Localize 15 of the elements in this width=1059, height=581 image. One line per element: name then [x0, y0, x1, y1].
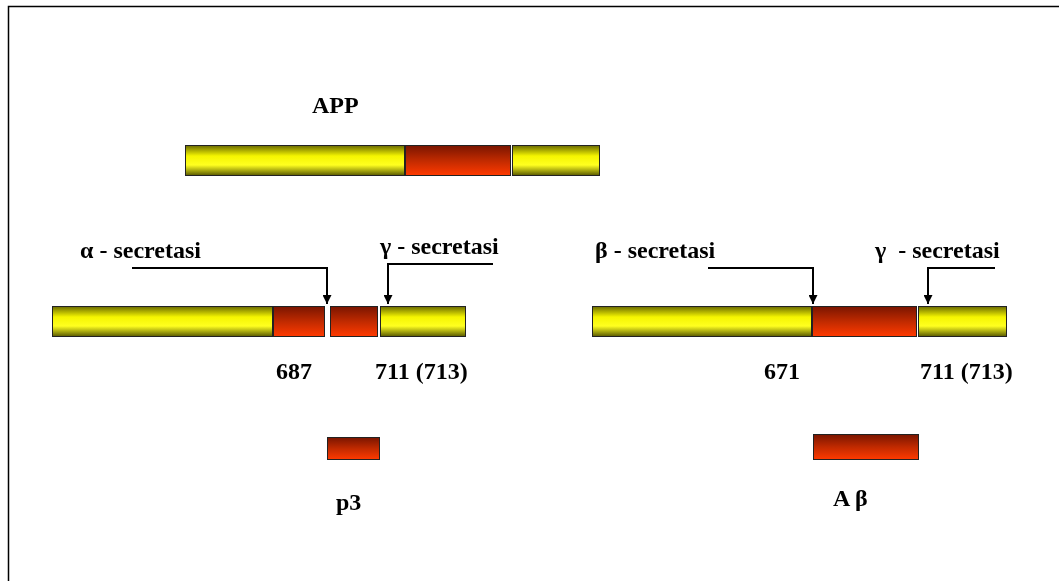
leader-arrow — [923, 267, 996, 305]
leader-arrow — [131, 267, 332, 305]
leader-arrow — [707, 267, 818, 305]
enzyme-label: α - secretasi — [80, 237, 202, 264]
enzyme-label: β - secretasi — [595, 237, 717, 264]
fragment-label: APP — [312, 92, 359, 119]
fragment-label: p3 — [336, 489, 362, 516]
residue-number: 687 — [276, 358, 312, 385]
enzyme-label: γ - secretasi — [875, 237, 1001, 264]
residue-number: 671 — [764, 358, 800, 385]
residue-number: 711 (713) — [375, 358, 468, 385]
enzyme-label: γ - secretasi — [380, 233, 500, 260]
fragment-label: A β — [833, 485, 868, 512]
residue-number: 711 (713) — [920, 358, 1013, 385]
leader-arrow — [383, 263, 494, 305]
